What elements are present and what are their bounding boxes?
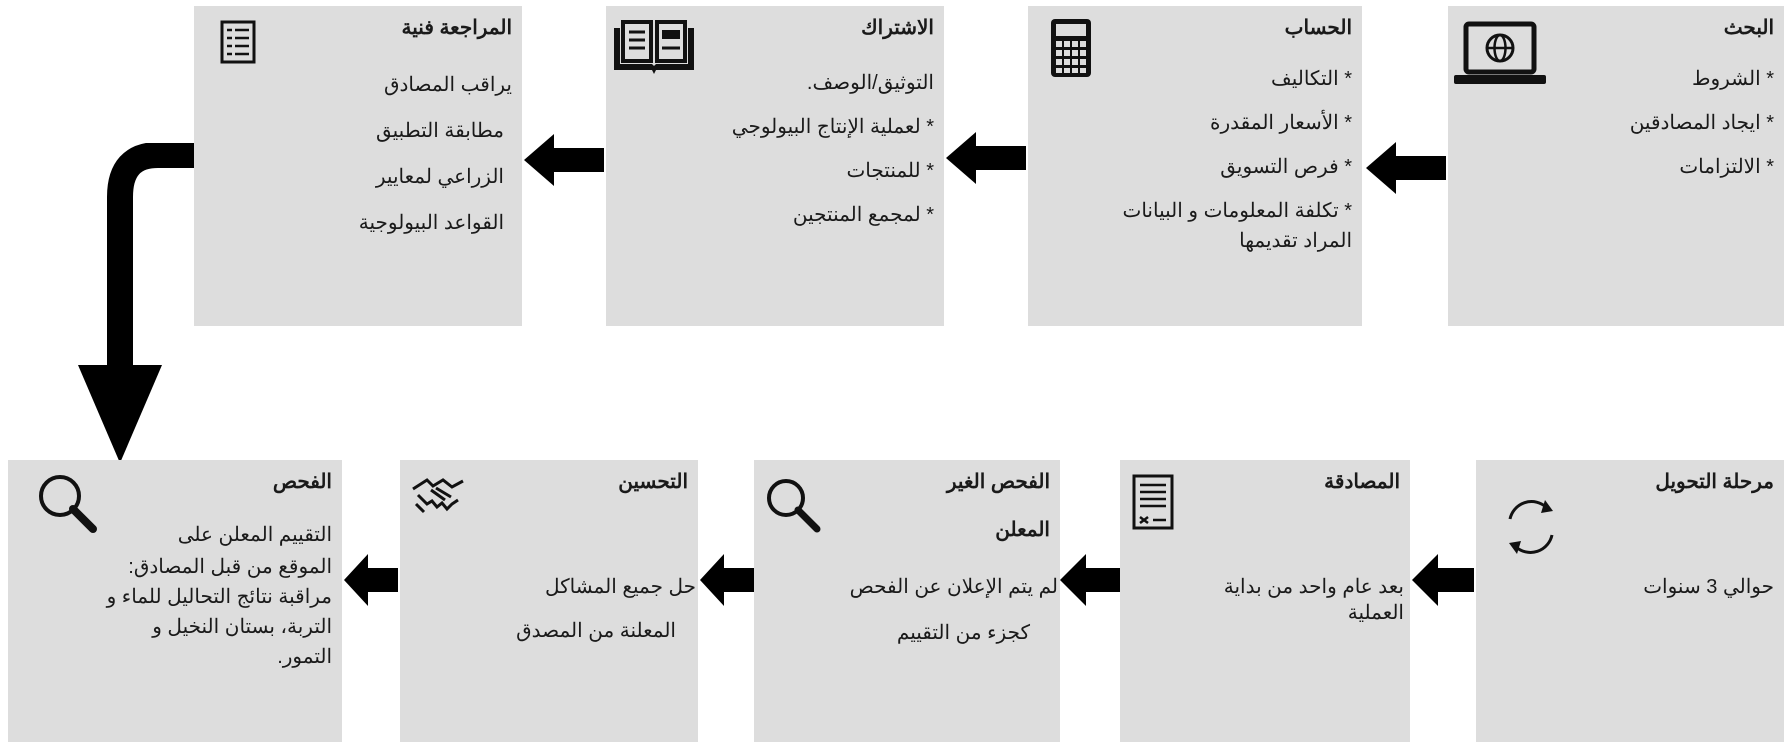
step-line: * ايجاد المصادقين	[1629, 112, 1774, 134]
step-line: المعلنة من المصدق	[516, 620, 676, 642]
step-calculation: الحساب * التكاليف * الأسعار المقدرة * فر…	[1028, 6, 1362, 326]
step-line: المراد تقديمها	[1239, 230, 1352, 252]
step-line: الزراعي لمعايير	[375, 166, 504, 188]
step-line: * تكلفة المعلومات و البيانات	[1122, 200, 1353, 222]
step-subscription: الاشتراك التوثيق/الوصف. * لعملية الإنتاج…	[606, 6, 944, 326]
step-line: الموقع من قبل المصادق:	[128, 556, 332, 578]
arrow-left	[946, 132, 1026, 184]
step-line: حل جميع المشاكل	[544, 576, 696, 598]
magnifier-icon	[36, 472, 98, 534]
step-title-line2: المعلن	[995, 519, 1050, 541]
arrow-left	[1060, 554, 1120, 606]
step-title: المصادقة	[1324, 471, 1400, 493]
step-line: مراقبة نتائج التحاليل للماء و	[106, 586, 332, 608]
step-search: البحث * الشروط * ايجاد المصادقين * الالت…	[1448, 6, 1784, 326]
arrow-left	[700, 554, 754, 606]
step-line: بعد عام واحد من بداية	[1223, 576, 1404, 598]
step-inspection: الفحص التقييم المعلن على الموقع من قبل ا…	[8, 460, 342, 742]
step-line: * فرص التسويق	[1220, 156, 1352, 178]
step-line: التربة، بستان النخيل و	[152, 616, 332, 638]
step-improvement: التحسين حل جميع المشاكل المعلنة من المصد…	[400, 460, 698, 742]
step-line: التمور.	[277, 646, 332, 668]
step-title: البحث	[1723, 17, 1774, 39]
step-title: المراجعة فنية	[401, 17, 512, 39]
step-line: * الأسعار المقدرة	[1210, 112, 1352, 134]
certificate-document-icon	[1132, 474, 1174, 530]
refresh-cycle-icon	[1498, 494, 1564, 560]
laptop-globe-icon	[1452, 18, 1548, 88]
calculator-icon	[1050, 18, 1092, 78]
step-title: الحساب	[1284, 17, 1352, 39]
step-line: لم يتم الإعلان عن الفحص	[849, 576, 1058, 598]
step-line: مطابقة التطبيق	[375, 120, 504, 142]
step-line: كجزء من التقييم	[896, 622, 1030, 644]
step-line: حوالي 3 سنوات	[1643, 576, 1774, 598]
checklist-icon	[220, 20, 256, 64]
arrow-left	[1412, 554, 1474, 606]
step-unannounced-inspection: الفحص الغير المعلن لم يتم الإعلان عن الف…	[754, 460, 1060, 742]
handshake-icon	[410, 476, 466, 516]
step-technical-review: المراجعة فنية يراقب المصادق مطابقة التطب…	[194, 6, 522, 326]
step-line: * الشروط	[1691, 68, 1774, 90]
step-conversion: مرحلة التحويل حوالي 3 سنوات	[1476, 460, 1784, 742]
step-title: الاشتراك	[861, 17, 934, 39]
step-line: التقييم المعلن على	[177, 524, 332, 546]
step-line: يراقب المصادق	[384, 74, 512, 96]
step-title: الفحص الغير	[946, 471, 1050, 493]
connector-arrow	[78, 143, 200, 465]
step-line: * للمنتجات	[846, 160, 934, 182]
step-certification: المصادقة بعد عام واحد من بداية العملية	[1120, 460, 1410, 742]
step-line: * التكاليف	[1271, 68, 1352, 90]
step-line: * الالتزامات	[1679, 156, 1774, 178]
step-title: التحسين	[618, 471, 688, 493]
arrow-left	[1366, 142, 1446, 194]
step-title: الفحص	[272, 471, 332, 493]
step-line: القواعد البيولوجية	[358, 212, 504, 234]
arrow-left	[524, 134, 604, 186]
step-line: * لمجمع المنتجين	[792, 204, 934, 226]
step-line: * لعملية الإنتاج البيولوجي	[731, 116, 934, 138]
step-title: مرحلة التحويل	[1655, 471, 1774, 493]
step-line: العملية	[1347, 602, 1404, 624]
magnifier-icon	[764, 476, 822, 534]
arrow-left	[344, 554, 398, 606]
open-book-icon	[612, 20, 696, 78]
step-line: التوثيق/الوصف.	[806, 72, 934, 94]
